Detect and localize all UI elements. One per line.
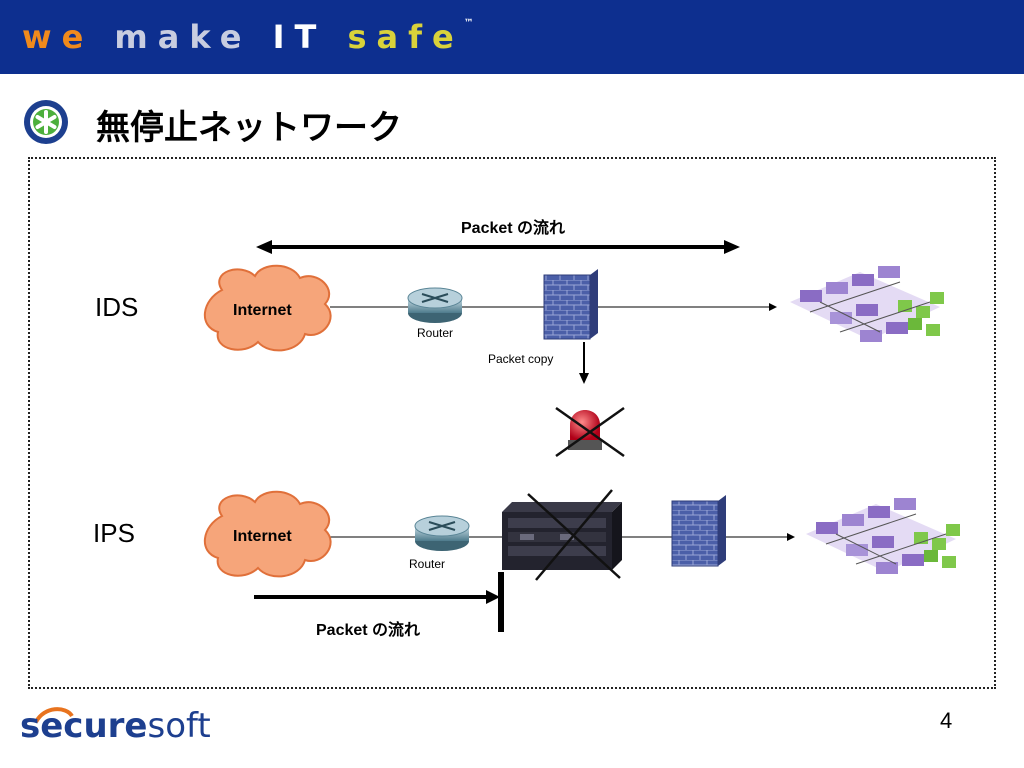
- slogan-word-we: we: [22, 18, 94, 56]
- page-number: 4: [940, 708, 953, 733]
- alarm-light-icon: [555, 406, 625, 458]
- packet-copy-arrow: [579, 342, 589, 384]
- logo-soft: soft: [147, 706, 211, 746]
- header-banner: we make IT safe™: [0, 0, 1024, 74]
- ips-router-label: Router: [409, 557, 446, 571]
- ids-flow-label: Packet の流れ: [461, 220, 566, 237]
- ips-flow-arrow: [254, 590, 500, 604]
- ids-router-label: Router: [417, 326, 454, 340]
- packet-copy-label: Packet copy: [488, 352, 554, 366]
- asterisk-badge-icon: [24, 100, 68, 144]
- slogan-word-it: IT: [272, 18, 327, 56]
- logo-secure: secure: [20, 706, 148, 746]
- ids-router-icon: [407, 287, 463, 323]
- securesoft-logo: securesoft: [20, 706, 211, 746]
- diagram-frame: [28, 157, 996, 689]
- slogan-word-make: make: [114, 18, 252, 56]
- ids-label: IDS: [95, 292, 139, 322]
- ips-internet-cloud-icon: [203, 490, 332, 578]
- slogan: we make IT safe™: [22, 18, 474, 56]
- ids-firewall-icon: [543, 269, 598, 340]
- ids-server-cluster-icon: [790, 266, 944, 342]
- page-title: 無停止ネットワーク: [96, 108, 402, 148]
- ips-label: IPS: [93, 518, 135, 548]
- logo-swoosh: [34, 707, 74, 724]
- ips-router-icon: [414, 515, 470, 551]
- ips-internet-label: Internet: [233, 528, 292, 545]
- ips-server-cluster-icon: [806, 498, 960, 574]
- ips-firewall-icon: [671, 495, 726, 567]
- slogan-word-safe: safe: [347, 18, 464, 56]
- ids-flow-arrow: [256, 240, 740, 254]
- ids-internet-label: Internet: [233, 302, 292, 319]
- ips-appliance-icon: [502, 489, 622, 581]
- trademark: ™: [463, 18, 474, 29]
- ids-internet-cloud-icon: [203, 264, 332, 352]
- ips-flow-label: Packet の流れ: [316, 622, 421, 639]
